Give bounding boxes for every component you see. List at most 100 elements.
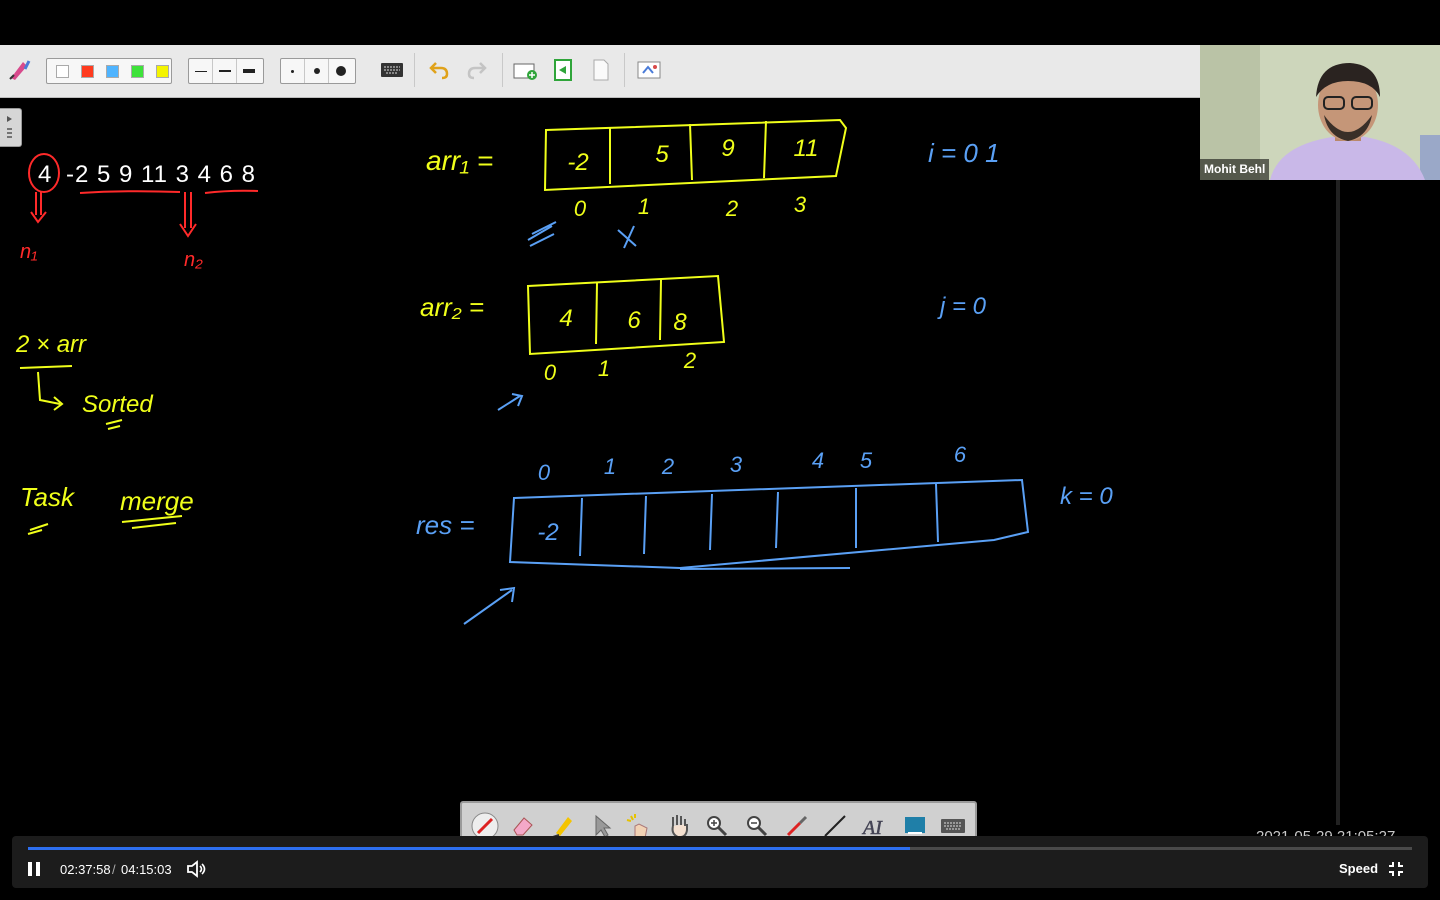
arr1-cell: 5 — [655, 141, 669, 168]
no-draw-icon[interactable] — [470, 811, 500, 841]
color-swatch[interactable] — [56, 64, 69, 78]
hand-icon[interactable] — [664, 811, 694, 841]
presenter-video — [1200, 45, 1440, 180]
res-index: 5 — [860, 448, 873, 473]
res-cell: -2 — [537, 519, 558, 546]
pause-icon — [28, 862, 40, 876]
keyboard-icon[interactable] — [377, 55, 407, 85]
zoom-out-icon[interactable] — [742, 811, 772, 841]
time-separator: / — [112, 862, 116, 877]
color-swatch[interactable] — [81, 64, 94, 78]
line-thick-button[interactable] — [237, 59, 261, 83]
arr1-index: 1 — [638, 194, 650, 219]
svg-text:AI: AI — [861, 817, 883, 839]
res-index: 3 — [730, 452, 743, 477]
pointer-k: k = 0 — [1060, 483, 1113, 510]
res-index: 2 — [661, 454, 674, 479]
current-time: 02:37:58 — [60, 862, 111, 877]
progress-fill — [28, 847, 910, 850]
duration: 04:15:03 — [121, 862, 172, 877]
eraser-icon[interactable] — [508, 811, 538, 841]
undo-icon[interactable] — [424, 55, 454, 85]
dot-size-group — [280, 58, 356, 84]
top-toolbar — [0, 45, 1200, 98]
zoom-in-icon[interactable] — [702, 811, 732, 841]
line-medium-button[interactable] — [213, 59, 237, 83]
res-indices: 0 1 2 3 4 5 6 — [538, 442, 967, 485]
settings-icon[interactable] — [634, 55, 664, 85]
left-notes: 2 × arr Sorted Task merge — [15, 331, 194, 535]
arr1-index: 3 — [794, 192, 807, 217]
arr1-index: 2 — [725, 196, 738, 221]
arr1-cell: 11 — [794, 135, 819, 162]
arr2-cell: 4 — [559, 305, 572, 332]
text-icon[interactable]: AI — [860, 811, 890, 841]
exit-fullscreen-button[interactable] — [1388, 861, 1404, 877]
divider-line — [1336, 180, 1340, 825]
line-width-group — [188, 58, 264, 84]
color-swatch[interactable] — [106, 64, 119, 78]
arr2-cell: 8 — [673, 309, 687, 336]
add-page-icon[interactable] — [510, 55, 540, 85]
speed-button[interactable]: Speed — [1339, 861, 1379, 876]
video-controls — [12, 836, 1428, 888]
arr1-cells: -2 5 9 11 — [567, 135, 818, 176]
arr2-index: 1 — [598, 356, 610, 381]
color-swatch[interactable] — [156, 64, 169, 78]
arr1-group: arr₁ = -2 5 9 11 0 1 2 3 i = 0 1 — [426, 118, 1000, 249]
arr1-index: 0 — [574, 196, 587, 221]
arr2-index: 0 — [544, 360, 557, 385]
arr1-indices: 0 1 2 3 — [574, 192, 807, 221]
arr1-label: arr₁ = — [426, 145, 493, 176]
next-page-icon[interactable] — [548, 55, 578, 85]
brush-icon[interactable] — [782, 811, 812, 841]
res-cells: -2 — [537, 519, 558, 546]
pause-button[interactable] — [26, 860, 42, 878]
keyboard-icon[interactable] — [938, 811, 968, 841]
page-icon[interactable] — [586, 55, 616, 85]
speaker-icon — [187, 860, 206, 878]
res-index: 4 — [812, 448, 824, 473]
arr1-cell: 9 — [721, 135, 734, 162]
res-index: 0 — [538, 460, 551, 485]
note-sorted: Sorted — [82, 391, 153, 418]
arr2-label: arr₂ = — [420, 292, 484, 322]
pen-tool-icon[interactable] — [4, 55, 34, 85]
dot-medium-button[interactable] — [305, 59, 329, 83]
circle-mark — [28, 153, 60, 193]
pointer-j: j = 0 — [937, 293, 987, 320]
arr2-cells: 4 6 8 — [559, 305, 687, 336]
note-merge: merge — [120, 486, 194, 516]
redo-icon[interactable] — [462, 55, 492, 85]
label-n1: n₁ — [20, 241, 37, 263]
pointer-i: i = 0 1 — [928, 138, 1000, 168]
note-two-arr: 2 × arr — [15, 331, 87, 358]
sequence-first: 4 — [38, 161, 51, 188]
webcam-feed: Mohit Behl — [1200, 45, 1440, 180]
color-palette — [46, 58, 172, 84]
res-index: 1 — [604, 454, 616, 479]
dot-small-button[interactable] — [281, 59, 305, 83]
res-group: res = -2 0 1 2 3 4 5 6 k = 0 — [416, 442, 1113, 625]
exit-fullscreen-icon — [1389, 862, 1403, 876]
progress-bar[interactable] — [28, 847, 1412, 850]
shape-icon[interactable] — [900, 811, 930, 841]
arr1-cell: -2 — [567, 149, 588, 176]
line-thin-button[interactable] — [189, 59, 213, 83]
laser-icon[interactable] — [624, 811, 654, 841]
sequence-rest: -2 5 9 11 3 4 6 8 — [66, 161, 256, 188]
note-task: Task — [20, 482, 76, 512]
res-label: res = — [416, 510, 475, 540]
volume-button[interactable] — [186, 859, 208, 879]
dot-large-button[interactable] — [329, 59, 353, 83]
number-sequence: 4 -2 5 9 11 3 4 6 8 n₁ n₂ — [20, 153, 259, 271]
label-n2: n₂ — [184, 249, 203, 271]
line-icon[interactable] — [820, 811, 850, 841]
side-panel-toggle[interactable] — [0, 108, 22, 147]
color-swatch[interactable] — [131, 64, 144, 78]
arr2-cell: 6 — [627, 307, 641, 334]
res-index: 6 — [954, 442, 967, 467]
